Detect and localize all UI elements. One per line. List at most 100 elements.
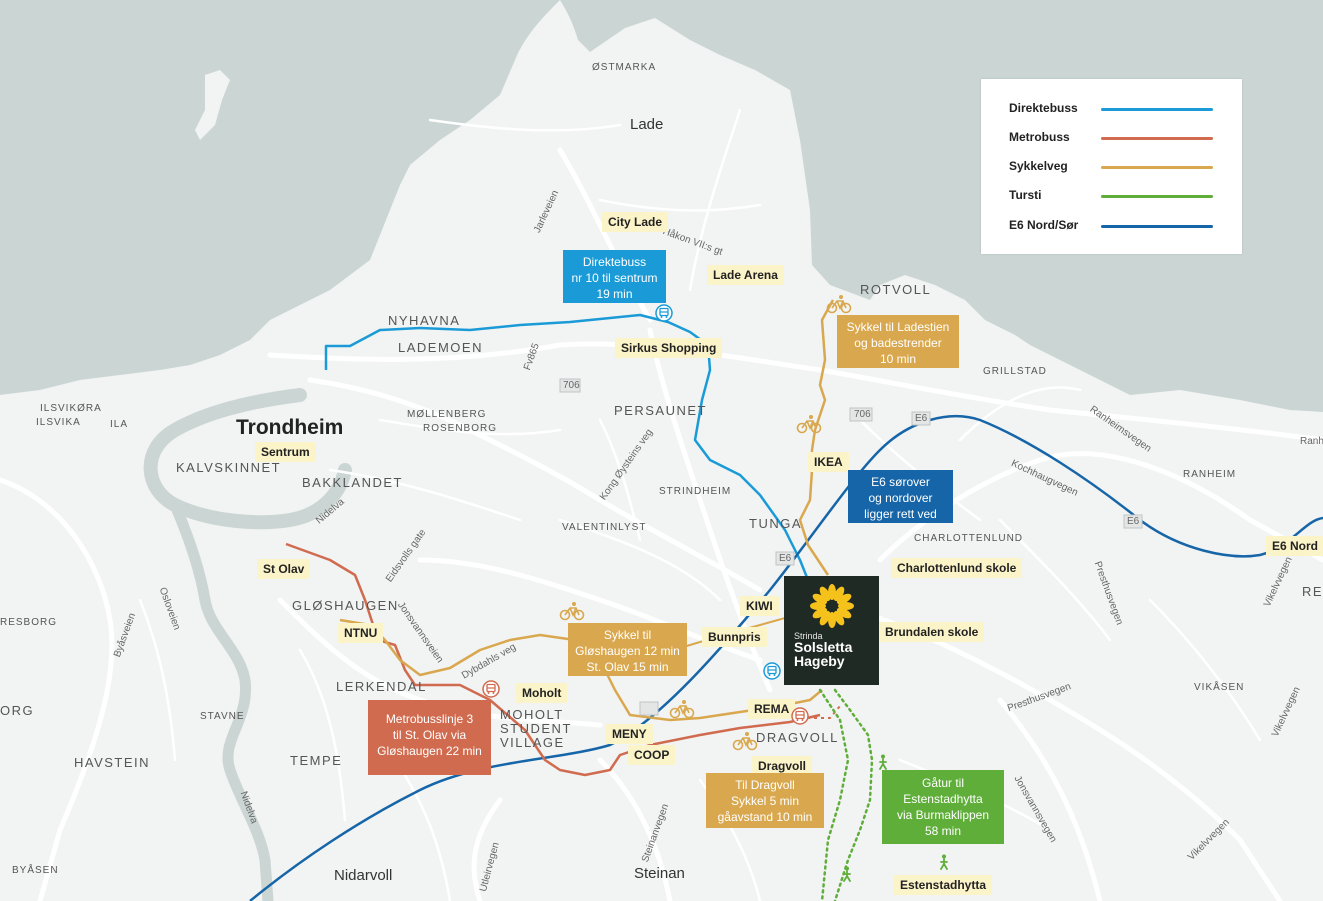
label-ostmarka: ØSTMARKA	[592, 62, 657, 73]
info-sykkel-gloshaugen-line-1: Sykkel til	[603, 628, 652, 642]
label-grillstad: GRILLSTAD	[983, 366, 1047, 377]
info-sykkel-ladestien: Sykkel til Ladestien og badestrender 10 …	[837, 315, 959, 368]
legend-label: Tursti	[1009, 188, 1042, 202]
legend-label: Metrobuss	[1009, 130, 1070, 144]
label-tunga: TUNGA	[749, 516, 802, 531]
legend-swatch	[1101, 195, 1213, 198]
label-resborg: RESBORG	[0, 617, 58, 628]
bicycle-icon	[669, 700, 695, 719]
logo-name: Solsletta Hageby	[794, 640, 852, 668]
legend-swatch	[1101, 137, 1213, 140]
label-charlottenlund: CHARLOTTENLUND	[914, 533, 1024, 544]
info-dragvoll-line-3: gåavstand 10 min	[717, 810, 813, 824]
label-lademoen: LADEMOEN	[398, 340, 483, 355]
tag-meny: MENY	[606, 724, 653, 744]
hiker-icon	[940, 854, 948, 870]
label-ranheim: RANHEIM	[1183, 469, 1237, 480]
route-shields	[559, 378, 1143, 716]
tursti-route-alt	[818, 688, 850, 901]
label-ilsvikora: ILSVIKØRA	[40, 403, 102, 414]
bus-icon	[655, 304, 673, 322]
info-dragvoll-line-2: Sykkel 5 min	[730, 794, 800, 808]
info-sykkel-ladestien-line-1: Sykkel til Ladestien	[846, 320, 950, 334]
info-gatur-line-3: via Burmaklippen	[896, 808, 990, 822]
label-village-line: VILLAGE	[500, 735, 565, 750]
label-ila: ILA	[110, 419, 129, 430]
info-dragvoll-line-1: Til Dragvoll	[735, 778, 795, 792]
info-metrobuss-line-2: til St. Olav via	[392, 728, 467, 742]
tag-e6-nord: E6 Nord	[1266, 536, 1323, 556]
label-nidarvoll: Nidarvoll	[334, 867, 393, 884]
legend-label: Sykkelveg	[1009, 159, 1068, 173]
metrobuss-route	[285, 542, 821, 777]
tag-ntnu: NTNU	[338, 623, 384, 643]
tag-dragvoll: Dragvoll	[752, 756, 813, 776]
label-havstein: HAVSTEIN	[74, 755, 151, 770]
label-lerkendal: LERKENDAL	[336, 679, 427, 694]
fjord-water-left	[0, 0, 560, 395]
info-metrobuss-line-3: Gløshaugen 22 min	[377, 744, 482, 758]
tag-sentrum: Sentrum	[255, 442, 316, 462]
hiker-icon	[879, 754, 887, 770]
nidelva-river-south	[169, 499, 274, 901]
tag-moholt: Moholt	[516, 683, 568, 703]
info-direktebuss-line-2: nr 10 til sentrum	[571, 271, 658, 285]
legend-item-metrobuss: Metrobuss	[1009, 128, 1219, 148]
label-re: RE	[1302, 584, 1323, 599]
info-metrobuss: Metrobusslinje 3 til St. Olav via Gløsha…	[368, 700, 491, 775]
label-nyhavna: NYHAVNA	[388, 313, 461, 328]
info-gatur: Gåtur til Estenstadhytta via Burmaklippe…	[882, 770, 1004, 844]
tag-st-olav: St Olav	[257, 559, 311, 579]
sykkelveg-route-north	[798, 299, 835, 576]
label-byasen: BYÅSEN	[12, 865, 59, 876]
legend-item-sykkelveg: Sykkelveg	[1009, 157, 1219, 177]
legend-label: Direktebuss	[1009, 101, 1078, 115]
bicycle-icon	[796, 415, 822, 434]
info-sykkel-gloshaugen-line-3: St. Olav 15 min	[586, 660, 669, 674]
legend-item-e6: E6 Nord/Sør	[1009, 216, 1219, 236]
label-steinan: Steinan	[634, 865, 685, 882]
info-sykkel-ladestien-line-2: og badestrender	[854, 336, 942, 350]
map-legend: Direktebuss Metrobuss Sykkelveg Tursti E…	[981, 79, 1242, 254]
label-mollenberg: MØLLENBERG	[407, 409, 487, 420]
label-vikasen: VIKÅSEN	[1194, 682, 1245, 693]
road-shield-e6-a: E6	[915, 413, 928, 424]
bus-icon	[791, 707, 809, 725]
label-valentinlyst: VALENTINLYST	[562, 522, 647, 533]
label-rotvoll: ROTVOLL	[860, 282, 932, 297]
bicycle-icon	[826, 295, 852, 314]
solsletta-hageby-logo: Strinda Solsletta Hageby	[784, 576, 879, 685]
bus-icon	[482, 680, 500, 698]
info-e6-line-3: ligger rett ved	[864, 507, 937, 521]
tag-rema: REMA	[748, 699, 796, 719]
road-shield-e6-c: E6	[1127, 516, 1140, 527]
fjord-island	[195, 70, 230, 140]
hiker-icon	[843, 866, 851, 882]
info-direktebuss-line-3: 19 min	[596, 287, 633, 301]
label-moholt-student-village: MOHOLT STUDENT VILLAGE	[500, 708, 572, 750]
legend-swatch	[1101, 225, 1213, 228]
tursti-route	[833, 688, 874, 901]
info-sykkel-gloshaugen: Sykkel til Gløshaugen 12 min St. Olav 15…	[568, 623, 687, 676]
tag-ikea: IKEA	[808, 452, 849, 472]
label-ilsvika: ILSVIKA	[36, 417, 81, 428]
tag-city-lade: City Lade	[602, 212, 669, 232]
legend-label: E6 Nord/Sør	[1009, 218, 1079, 232]
info-sykkel-gloshaugen-line-2: Gløshaugen 12 min	[575, 644, 680, 658]
info-sykkel-ladestien-line-3: 10 min	[879, 352, 917, 366]
label-moholt-line: MOHOLT	[500, 707, 564, 722]
logo-hageby: Hageby	[794, 653, 845, 669]
road-shield-706-b: 706	[854, 409, 871, 420]
tag-lade-arena: Lade Arena	[707, 265, 784, 285]
tag-charlottenlund-skole: Charlottenlund skole	[891, 558, 1023, 578]
label-lade: Lade	[630, 116, 664, 133]
metrobuss-route-dashed	[800, 705, 841, 719]
info-gatur-line-1: Gåtur til	[921, 776, 964, 790]
label-stavne: STAVNE	[200, 711, 245, 722]
logo-solsletta: Solsletta	[794, 639, 853, 655]
info-dragvoll: Til Dragvoll Sykkel 5 min gåavstand 10 m…	[706, 773, 824, 828]
label-tempe: TEMPE	[290, 753, 343, 768]
bicycle-icon	[559, 602, 585, 621]
road-label-ranheim-r: Ranh	[1300, 436, 1323, 447]
